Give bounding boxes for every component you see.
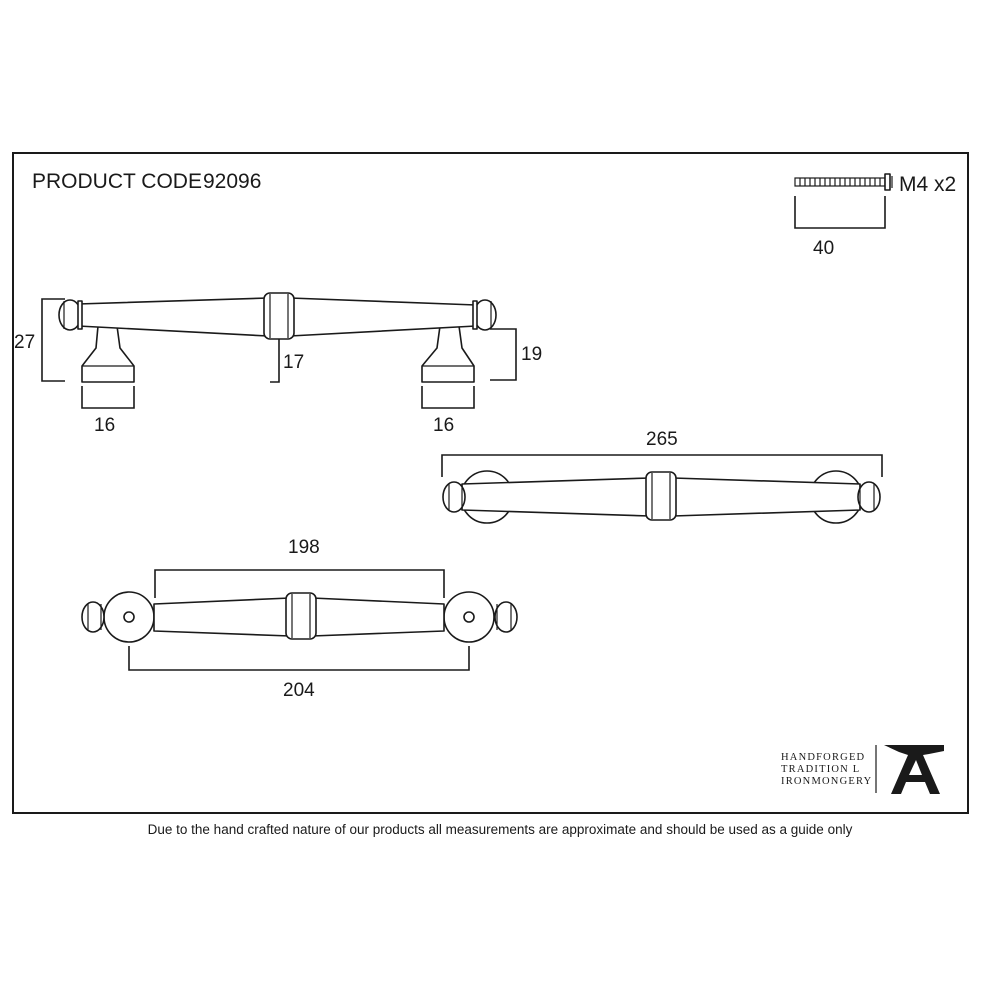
front-centre-collar [285,592,317,640]
front-view-handle [81,591,518,643]
front-right-screw [463,611,475,623]
screw-diagram [794,173,893,229]
front-left-screw [123,611,135,623]
bar-length-dimension [154,569,445,598]
foot-height-dimension [490,328,517,381]
bar-height-dimension [270,339,280,383]
product-code-label: PRODUCT CODE [32,170,202,193]
foot-height-value: 19 [521,344,542,365]
anvil-a-icon [884,745,944,794]
front-bar-left [153,597,291,637]
side-centre-collar [263,292,295,340]
left-foot-width-dimension [81,386,135,409]
front-bar-right [311,597,445,637]
side-view-handle [58,292,497,383]
left-foot-width-value: 16 [94,415,115,436]
bar-height-value: 17 [283,352,304,373]
centres-value: 204 [283,680,315,701]
screw-label: M4 x2 [899,173,956,196]
bar-length-value: 198 [288,537,320,558]
top-right-finial [857,481,881,513]
top-bar-left [461,477,651,517]
top-view-handle [442,470,881,524]
front-right-finial [494,601,518,633]
screw-thread [799,178,881,186]
drawing-frame [12,152,969,814]
screw-head [884,173,891,191]
overall-height-dimension [41,298,65,382]
product-code-value: 92096 [203,170,261,193]
logo-line-1: HANDFORGED [781,752,865,763]
left-foot [81,325,135,383]
logo-line-2: TRADITION L [781,764,860,775]
overall-height-value: 27 [14,332,35,353]
right-foot-width-value: 16 [433,415,454,436]
logo-line-3: IRONMONGERY [781,776,872,787]
screw-length-dimension [794,196,886,229]
right-foot-width-dimension [421,386,475,409]
screw-length-value: 40 [813,238,834,259]
brand-logo: HANDFORGED TRADITION L IRONMONGERY [781,745,944,794]
overall-length-value: 265 [646,429,678,450]
top-centre-collar [645,471,677,521]
centres-dimension [128,646,470,671]
overall-length-dimension [441,454,883,477]
right-foot [421,325,475,383]
top-bar-right [672,477,861,517]
disclaimer-text: Due to the hand crafted nature of our pr… [147,822,853,837]
